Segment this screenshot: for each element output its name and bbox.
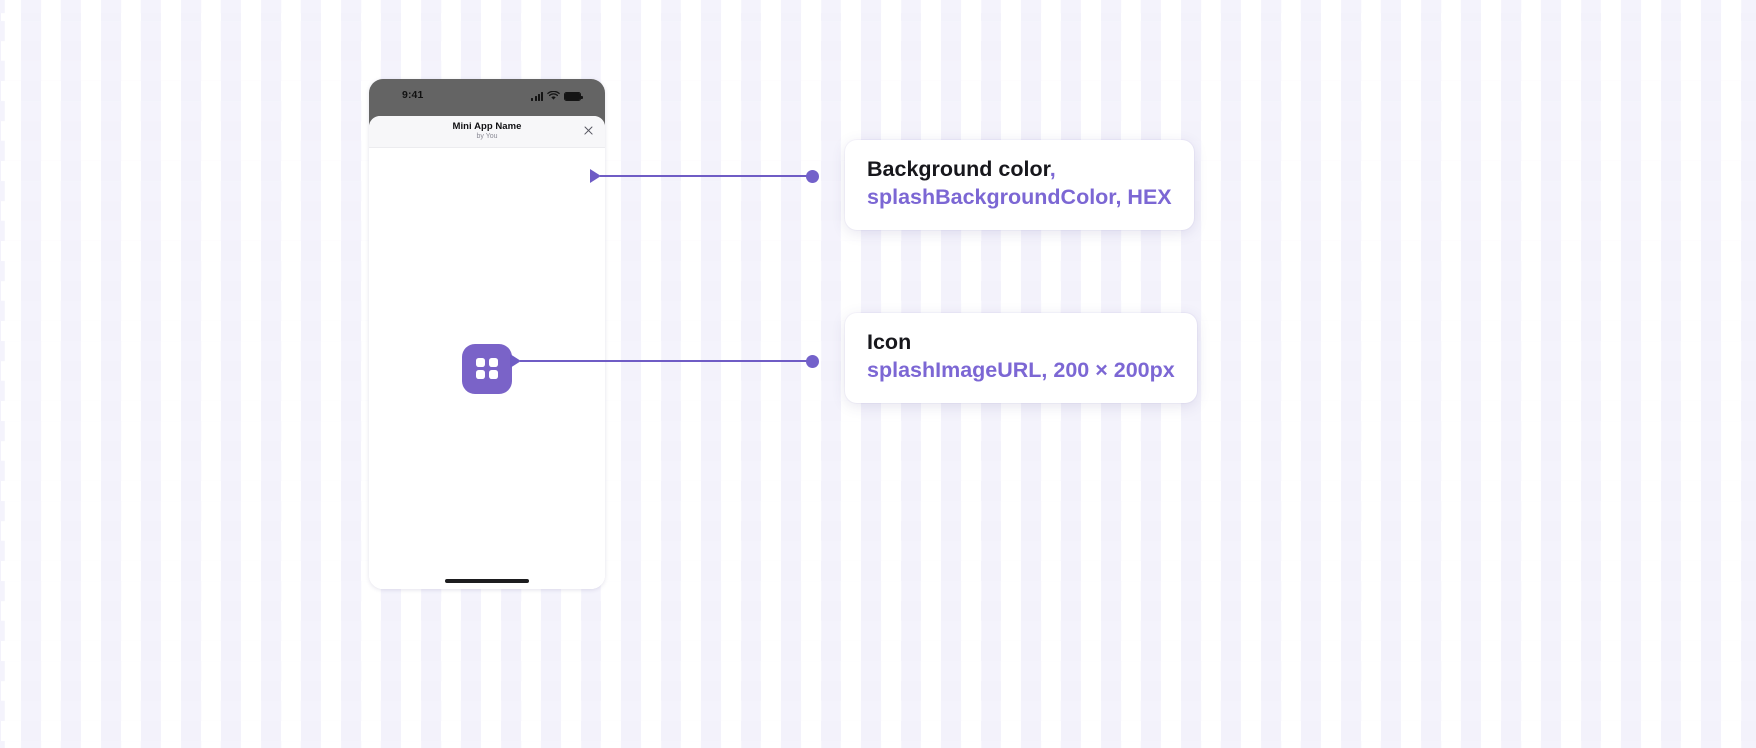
mini-app-grid-icon (462, 343, 512, 394)
wifi-icon (547, 91, 560, 100)
grid-tiles (476, 357, 498, 380)
grid-tile (488, 370, 498, 380)
status-bar: 9:41 (369, 79, 605, 115)
status-bar-time: 9:41 (402, 89, 424, 101)
connector-dot-background-color (806, 169, 819, 183)
annotation-property-background-color: splashBackgroundColor, HEX (867, 184, 1172, 209)
grid-tile (476, 370, 486, 380)
mini-app-author: by You (476, 133, 498, 140)
grid-tile (488, 357, 498, 367)
mini-app-title: Mini App Name (452, 121, 522, 132)
connector-dot-icon (806, 354, 819, 368)
status-bar-icons (531, 91, 583, 101)
grid-tile (476, 357, 486, 367)
sheet-header: Mini App Name by You (369, 116, 605, 148)
connector-arrow-icon (510, 354, 521, 368)
annotation-title-background-color: Background color, (867, 156, 1172, 184)
annotation-label: Icon (867, 330, 912, 354)
phone-mockup: 9:41 Home ⌄↑ Mini App Name by You (369, 79, 605, 589)
annotation-title-icon: Icon (867, 329, 1175, 357)
annotation-comma: , (1049, 157, 1056, 181)
annotation-card-background-color: Background color, splashBackgroundColor,… (845, 140, 1194, 230)
battery-icon (564, 92, 583, 101)
connector-arrow-background-color (590, 169, 601, 183)
annotation-property-icon: splashImageURL, 200 × 200px (867, 357, 1175, 382)
cellular-signal-icon (531, 92, 543, 101)
connector-line-background-color (600, 175, 813, 177)
connector-line-icon (520, 360, 813, 362)
annotation-card-icon: Icon splashImageURL, 200 × 200px (845, 313, 1197, 403)
splash-screen-sheet: Mini App Name by You (369, 116, 605, 589)
annotation-label: Background color (867, 157, 1050, 181)
home-indicator (445, 579, 529, 583)
close-icon[interactable] (582, 124, 595, 137)
splash-background (369, 148, 605, 589)
